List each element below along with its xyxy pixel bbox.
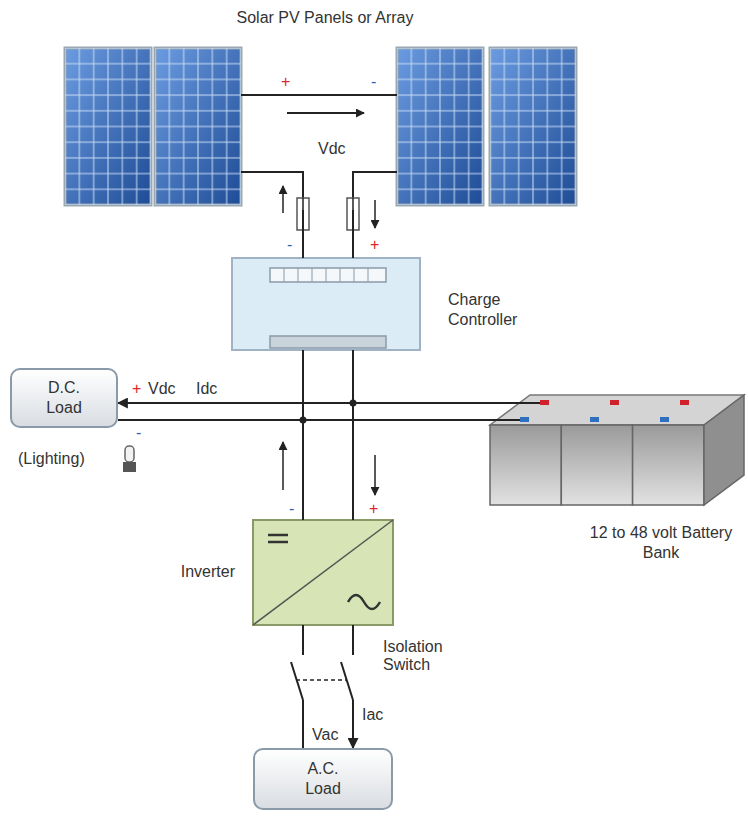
node-heading: 12 to 48 volt Battery Bank bbox=[586, 523, 736, 563]
controller-case bbox=[232, 258, 420, 350]
ac-symbol bbox=[348, 595, 380, 609]
solar-panels bbox=[65, 48, 576, 205]
pv-cells bbox=[490, 48, 576, 205]
current-arrow bbox=[374, 200, 376, 228]
display-segments bbox=[284, 268, 368, 282]
bulb-icon bbox=[123, 446, 136, 472]
battery-top bbox=[490, 395, 744, 425]
negative-terminal bbox=[660, 417, 669, 422]
pv-cells bbox=[397, 48, 483, 205]
battery-side bbox=[704, 395, 744, 505]
switch-label: Isolation Switch bbox=[383, 638, 478, 674]
current-label: Idc bbox=[196, 380, 217, 398]
wire bbox=[303, 420, 490, 520]
node-heading: Inverter bbox=[155, 562, 235, 582]
node-label: D.C. Load bbox=[32, 378, 96, 418]
negative-terminal bbox=[590, 417, 599, 422]
voltage-label: Vdc bbox=[148, 380, 176, 398]
node-heading: Charge Controller bbox=[448, 290, 543, 330]
switch-blade bbox=[291, 662, 303, 700]
wire bbox=[302, 625, 304, 748]
node-heading: Solar PV Panels or Array bbox=[60, 8, 590, 28]
wire bbox=[353, 403, 490, 520]
positive-terminal bbox=[680, 400, 689, 405]
current-arrow bbox=[282, 442, 284, 490]
pv-panel bbox=[65, 48, 151, 205]
wire bbox=[302, 210, 304, 258]
load-note: (Lighting) bbox=[18, 450, 85, 468]
ac-load-box: A.C. Load bbox=[253, 748, 393, 810]
dc-symbol bbox=[268, 535, 288, 542]
battery-bank: 12 to 48 volt Battery Bank bbox=[490, 393, 744, 578]
current-arrow bbox=[374, 455, 376, 495]
isolation-switch-symbol bbox=[291, 662, 353, 700]
inverter-case bbox=[253, 520, 393, 625]
negative-terminal bbox=[520, 417, 529, 422]
pv-array: Solar PV Panels or Array bbox=[60, 8, 590, 210]
panel-lead bbox=[241, 172, 303, 210]
series-wire bbox=[241, 94, 397, 96]
wire bbox=[352, 210, 354, 258]
charge-controller-body bbox=[232, 258, 420, 350]
bulb-base bbox=[123, 462, 136, 472]
pv-panel bbox=[490, 48, 576, 205]
switch-blade bbox=[341, 662, 353, 700]
dc-load-box: D.C. Load bbox=[10, 368, 118, 428]
controller-display bbox=[270, 268, 386, 282]
polarity-mark: - bbox=[287, 236, 292, 254]
pv-cells bbox=[65, 48, 151, 205]
voltage-label: Vac bbox=[312, 726, 338, 744]
wire bbox=[303, 350, 490, 420]
battery-bank-illustration bbox=[490, 395, 744, 505]
polarity-mark: + bbox=[132, 380, 141, 398]
current-arrow bbox=[287, 112, 364, 114]
polarity-mark: + bbox=[369, 500, 378, 518]
polarity-mark: + bbox=[281, 73, 290, 91]
polarity-mark: - bbox=[136, 424, 141, 442]
pv-panel bbox=[155, 48, 241, 205]
inverter-current-arrows bbox=[283, 442, 375, 495]
battery-cell bbox=[561, 425, 632, 505]
positive-terminal bbox=[610, 400, 619, 405]
polarity-mark: - bbox=[371, 73, 376, 91]
voltage-label: Vdc bbox=[318, 140, 346, 158]
polarity-mark: + bbox=[370, 236, 379, 254]
inverter-diagonal bbox=[253, 520, 393, 625]
fuses bbox=[297, 198, 359, 230]
polarity-mark: - bbox=[289, 500, 294, 518]
panel-wiring bbox=[241, 95, 397, 228]
bulb-glass bbox=[125, 446, 134, 462]
current-arrow bbox=[282, 186, 284, 213]
node-label: A.C. Load bbox=[291, 759, 355, 799]
wire bbox=[353, 350, 490, 403]
pv-cells bbox=[155, 48, 241, 205]
positive-terminal bbox=[540, 400, 549, 405]
battery-lead bbox=[490, 419, 520, 421]
current-label: Iac bbox=[362, 706, 383, 724]
inverter: Inverter bbox=[253, 520, 393, 625]
battery-cell bbox=[490, 425, 561, 505]
charge-controller: Charge Controller bbox=[232, 258, 420, 350]
switch-linkage bbox=[296, 679, 347, 681]
battery-lead bbox=[490, 402, 540, 404]
controller-terminal-bar bbox=[270, 336, 386, 348]
pv-panel bbox=[397, 48, 483, 205]
battery-cell bbox=[633, 425, 704, 505]
wire bbox=[352, 625, 354, 748]
inverter-body bbox=[253, 520, 393, 625]
